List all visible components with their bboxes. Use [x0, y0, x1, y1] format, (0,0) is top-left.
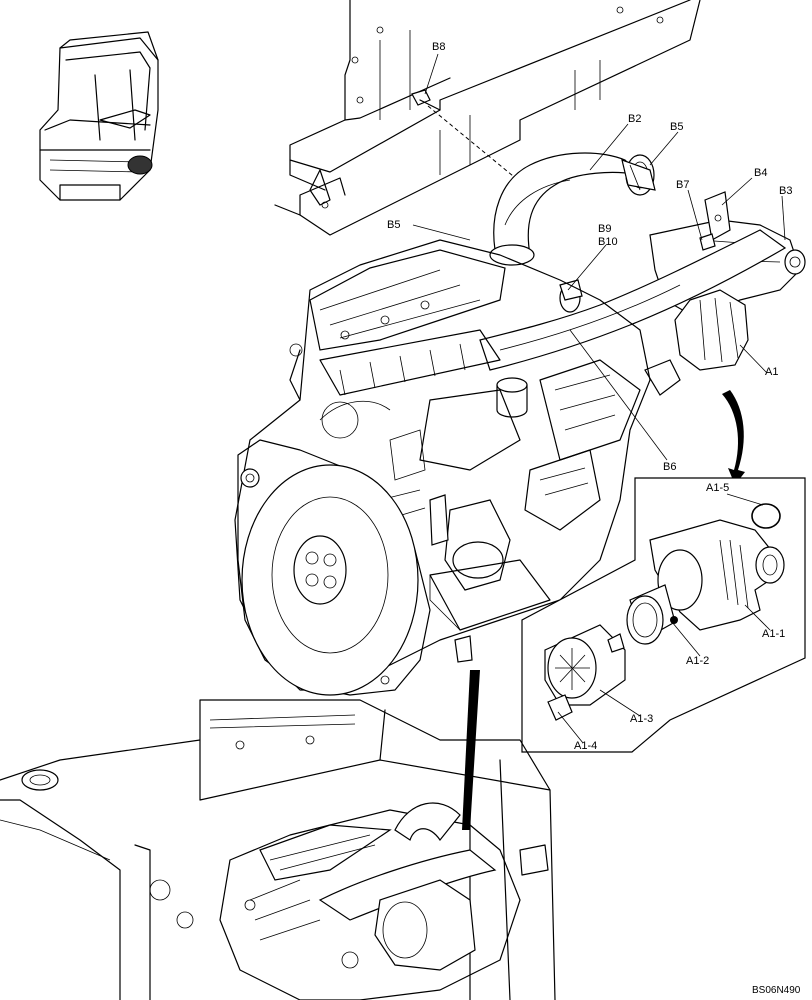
- label-a1-5: A1-5: [706, 482, 729, 494]
- label-b3: B3: [779, 185, 792, 197]
- label-b7: B7: [676, 179, 689, 191]
- clamps-b9-b10: [559, 279, 583, 313]
- bolt-b7: [699, 233, 716, 251]
- clamp-b5-top: [621, 159, 656, 191]
- bracket-b4: [704, 191, 731, 241]
- drawing-code: BS06N490: [752, 985, 801, 996]
- callout-leaders: [412, 53, 786, 744]
- label-b8: B8: [432, 41, 445, 53]
- label-b6: B6: [663, 461, 676, 473]
- label-b4: B4: [754, 167, 767, 179]
- mounting-frame-top: [274, 0, 701, 236]
- label-b5-side: B5: [387, 219, 400, 231]
- label-b5-top: B5: [670, 121, 683, 133]
- bolt-b8: [411, 89, 531, 191]
- label-a1: A1: [765, 366, 778, 378]
- air-cleaner-detail-inset: [521, 477, 806, 753]
- label-b9: B9: [598, 223, 611, 235]
- engine-installed-view: [219, 802, 521, 1000]
- flywheel-housing: [237, 439, 431, 696]
- detail-pointer-arrows: [462, 390, 745, 830]
- label-a1-2: A1-2: [686, 655, 709, 667]
- locator-machine-thumbnail: [39, 31, 159, 201]
- engine-block: [234, 239, 651, 691]
- label-b10: B10: [598, 236, 618, 248]
- label-a1-4: A1-4: [574, 740, 597, 752]
- label-b2: B2: [628, 113, 641, 125]
- label-a1-3: A1-3: [630, 713, 653, 725]
- machine-frame-lower: [0, 699, 556, 1000]
- label-a1-1: A1-1: [762, 628, 785, 640]
- intake-hose-b3: [479, 229, 787, 371]
